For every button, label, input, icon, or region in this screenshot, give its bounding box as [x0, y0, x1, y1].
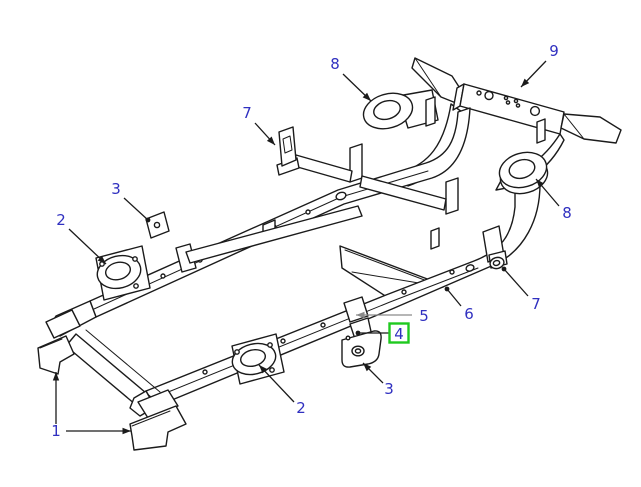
leader-arrowhead — [97, 255, 106, 264]
callout-3-rear[interactable]: 3 — [362, 362, 394, 398]
callout-label[interactable]: 3 — [384, 380, 394, 398]
leader-arrowhead — [536, 179, 544, 188]
middle-crossmember — [175, 205, 363, 273]
leader-arrowhead — [362, 92, 371, 101]
callout-label[interactable]: 1 — [51, 422, 61, 440]
leader-line — [446, 288, 462, 307]
callout-1[interactable]: 1 — [51, 372, 131, 440]
callout-4[interactable]: 4 — [355, 322, 410, 344]
callout-label[interactable]: 9 — [549, 42, 559, 60]
leader-line — [123, 197, 149, 221]
leader-arrowhead — [266, 136, 275, 145]
callout-7-front[interactable]: 7 — [242, 104, 276, 146]
callout-label[interactable]: 6 — [464, 305, 474, 323]
leader-dot — [444, 286, 450, 292]
callout-label[interactable]: 3 — [111, 180, 121, 198]
callout-2-front[interactable]: 2 — [56, 211, 107, 265]
callout-label[interactable]: 7 — [242, 104, 252, 122]
callout-label[interactable]: 8 — [330, 55, 340, 73]
part-bracket-7-left — [276, 126, 300, 176]
callout-8-right[interactable]: 8 — [535, 178, 572, 222]
part-bracket-3-front — [145, 211, 170, 239]
callout-7-rear[interactable]: 7 — [501, 266, 541, 313]
callout-2-rear[interactable]: 2 — [258, 364, 306, 417]
part-lifting-eye-right — [498, 151, 549, 195]
part-rear-wing-bracket-right — [560, 113, 622, 144]
body-mount-posts — [349, 96, 546, 250]
leader-arrowhead — [356, 311, 365, 319]
highlight-box — [388, 322, 410, 344]
callout-9[interactable]: 9 — [520, 42, 559, 88]
callout-label[interactable]: 5 — [419, 307, 429, 325]
leader-dot — [145, 217, 151, 223]
leader-arrowhead — [363, 363, 372, 372]
leader-arrowhead — [122, 427, 131, 435]
chassis-drawing — [37, 57, 622, 451]
callout-label[interactable]: 2 — [296, 399, 306, 417]
part-spring-hanger-left — [95, 245, 151, 301]
callout-3-front[interactable]: 3 — [111, 180, 151, 223]
part-front-end-brackets — [37, 300, 187, 451]
callouts-layer: 1 2 3 2 3 45 6 7 7 8 8 9 — [51, 42, 572, 440]
callout-8-left[interactable]: 8 — [330, 55, 372, 102]
callout-label[interactable]: 2 — [56, 211, 66, 229]
leader-dot — [355, 330, 361, 336]
callout-5[interactable]: 5 — [356, 307, 429, 325]
rear-body-crossmember — [293, 154, 447, 211]
callout-label[interactable]: 4 — [394, 325, 404, 343]
part-bracket-7-right — [482, 225, 508, 270]
leader-arrowhead — [259, 365, 268, 374]
leader-arrowhead — [52, 372, 60, 381]
callout-label[interactable]: 8 — [562, 204, 572, 222]
leader-line — [503, 268, 529, 297]
callout-6[interactable]: 6 — [444, 286, 474, 323]
callout-label[interactable]: 7 — [531, 295, 541, 313]
part-spring-hanger-bottom — [231, 333, 285, 385]
leader-dot — [501, 266, 507, 272]
leader-arrowhead — [521, 78, 530, 87]
